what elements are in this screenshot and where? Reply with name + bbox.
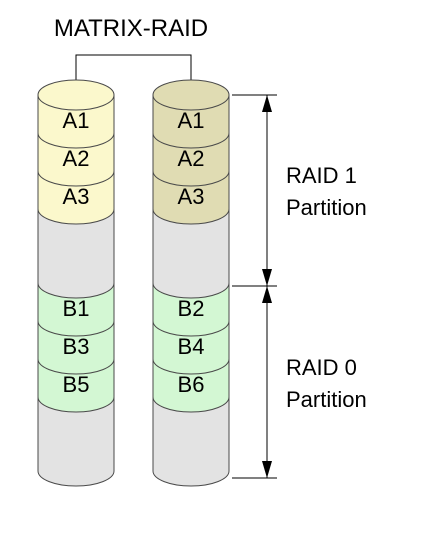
raid1-partition-label-line2: Partition (286, 195, 367, 220)
segment-label: B3 (63, 334, 90, 359)
disk-1-segment-empty (37, 396, 115, 487)
segment-label: A2 (63, 146, 90, 171)
raid0-partition-label-line2: Partition (286, 387, 367, 412)
raid0-partition-label-line1: RAID 0 (286, 355, 357, 380)
segment-label: A1 (63, 108, 90, 133)
disk-2-top-cap (152, 79, 230, 111)
diagram-title: MATRIX-RAID (54, 15, 208, 42)
disk-1-top-cap (37, 79, 115, 111)
partition-dimension-lines (232, 94, 277, 479)
segment-label: A2 (178, 146, 205, 171)
segment-label: B5 (63, 372, 90, 397)
disk-1: B5 B3 B1 A3 A2 A1 (37, 79, 115, 487)
segment-label: A1 (178, 108, 205, 133)
segment-label: B4 (178, 334, 205, 359)
disk-connector-line (75, 54, 192, 82)
segment-label: B1 (63, 296, 90, 321)
segment-label: A3 (178, 184, 205, 209)
disk-2-segment-empty (152, 396, 230, 487)
disk-2-segment-empty (152, 208, 230, 299)
segment-label: B6 (178, 372, 205, 397)
raid1-partition-label-line1: RAID 1 (286, 163, 357, 188)
segment-label: A3 (63, 184, 90, 209)
segment-label: B2 (178, 296, 205, 321)
disk-2: B6 B4 B2 A3 A2 A1 (152, 79, 230, 487)
disk-1-segment-empty (37, 208, 115, 299)
